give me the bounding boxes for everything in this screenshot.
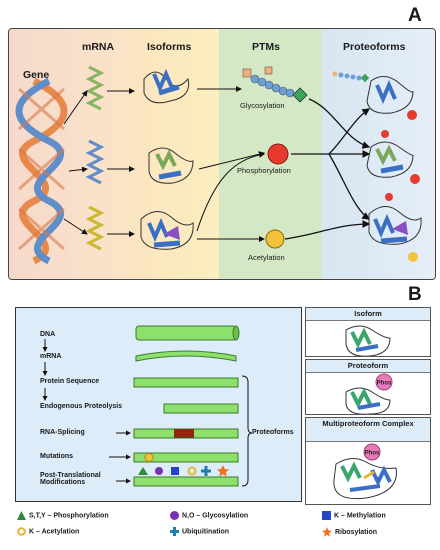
step-dna: DNA	[40, 331, 56, 338]
protein-sequence-bar	[133, 377, 239, 388]
legend-label: S,T,Y – Phosphorylation	[29, 512, 109, 520]
arrow-gene-to-mrna-3	[63, 218, 88, 235]
isoform-protein-1-icon	[143, 68, 190, 104]
proteoforms-label: Proteoforms	[252, 429, 294, 436]
panel-b-letter: B	[408, 284, 422, 305]
proteolysis-bar	[163, 403, 239, 414]
complex-box-title: Multiproteoform Complex	[306, 418, 430, 442]
proteoform-2-icon	[366, 130, 420, 184]
step-mrna: mRNA	[40, 353, 62, 360]
legend-item-phosphorylation: S,T,Y – Phosphorylation	[17, 511, 109, 520]
legend-label: K – Acetylation	[29, 528, 80, 536]
step-endogenous-proteolysis: Endogenous Proteolysis	[40, 403, 123, 410]
legend-item-acetylation: K – Acetylation	[17, 527, 79, 536]
ptm-bar	[133, 476, 239, 487]
header-ptms: PTMs	[252, 41, 281, 53]
mutations-bar	[133, 452, 239, 463]
legend-item-methylation: K – Methylation	[322, 511, 386, 520]
header-proteoforms: Proteoforms	[343, 41, 406, 53]
arrow-glyco-to-proteoform	[308, 98, 371, 149]
ptm-phospho-triangle	[138, 467, 148, 475]
legend-item-glycosylation: N,O – Glycosylation	[170, 511, 248, 520]
header-mrna: mRNA	[82, 41, 115, 53]
phosphate-group-icon	[267, 143, 289, 165]
orange-star-icon	[322, 527, 332, 537]
ptm-ubiquitin-cross	[201, 466, 211, 476]
phos-tag-1: Phos	[377, 381, 392, 387]
proteoform-3-icon	[368, 193, 422, 262]
label-phosphorylation: Phosphorylation	[237, 166, 291, 175]
label-glycosylation: Glycosylation	[240, 101, 285, 110]
green-triangle-icon	[17, 511, 26, 520]
isoform-box: Isoform	[305, 307, 431, 357]
side-boxes: Isoform Proteoform Phos Multiproteoform …	[305, 307, 431, 505]
complex-protein-icon: Phos	[333, 443, 397, 500]
gene-band	[9, 29, 127, 279]
isoform-box-title: Isoform	[306, 308, 430, 321]
arrow-gene-to-mrna-2	[68, 166, 88, 173]
arrow-phospho-to-proteoform-3	[328, 153, 371, 220]
arrow-phospho-to-proteoform-1	[328, 108, 371, 155]
legend-label: Ubiquitination	[182, 528, 230, 536]
step-ptms: Post-Translational Modifications	[40, 472, 101, 486]
legend-label: Ribosylation	[335, 528, 378, 536]
isoform-protein-2-icon	[148, 147, 194, 184]
proteoform-box: Proteoform Phos	[305, 359, 431, 415]
isoform-protein-icon	[345, 325, 391, 356]
phos-tag-2: Phos	[365, 451, 380, 457]
panel-a-diagram: Gene mRNA Isoforms PTMs Proteoforms Glyc…	[8, 28, 436, 280]
ptm-methyl-square	[171, 467, 179, 475]
splice-segment	[174, 429, 194, 438]
panel-a-letter: A	[408, 5, 422, 26]
mrna-arc	[135, 350, 237, 362]
legend-label: N,O – Glycosylation	[182, 512, 249, 520]
dna-helix-icon	[15, 77, 68, 265]
arrow-isoform3-to-phosphorylation	[196, 151, 265, 232]
proteoform-sources-box: DNA mRNA Protein Sequence Endogenous Pro…	[15, 307, 302, 502]
arrow-isoform-to-phosphorylation	[198, 151, 265, 170]
yellow-ring-icon	[17, 527, 26, 536]
proteoform-protein-icon: Phos	[345, 373, 393, 414]
legend-label: K – Methylation	[334, 512, 386, 520]
proteoform-1-icon	[332, 71, 417, 120]
step-mutations: Mutations	[40, 453, 74, 460]
phos-badge-icon	[363, 443, 381, 461]
mutation-marker	[144, 453, 154, 462]
mrna-strands	[85, 65, 105, 251]
acetyl-group-icon	[265, 229, 285, 249]
blue-square-icon	[322, 511, 331, 520]
isoform-protein-3-icon	[140, 211, 194, 250]
purple-circle-icon	[170, 511, 179, 520]
glycan-chain-icon	[242, 66, 308, 103]
ptm-acetyl-ring	[187, 466, 197, 476]
header-gene: Gene	[23, 69, 50, 81]
header-isoforms: Isoforms	[147, 41, 192, 53]
arrow-gene-to-mrna-1	[63, 90, 88, 125]
panel-a-graphics	[15, 65, 422, 265]
phos-badge-icon	[375, 373, 393, 391]
proteoforms-bracket	[241, 375, 253, 487]
legend-item-ubiquitination: Ubiquitination	[170, 527, 229, 536]
step-protein-sequence: Protein Sequence	[40, 378, 100, 385]
label-acetylation: Acetylation	[248, 253, 285, 262]
teal-cross-icon	[170, 527, 179, 536]
step-rna-splicing: RNA-Splicing	[40, 429, 85, 436]
panel-b-graphics	[42, 325, 253, 487]
legend-item-ribosylation: Ribosylation	[322, 527, 377, 537]
ptm-ribosyl-star	[217, 465, 229, 477]
arrow-acetyl-to-proteoform	[284, 220, 371, 240]
proteoform-box-title: Proteoform	[306, 360, 430, 373]
multiproteoform-complex-box: Multiproteoform Complex Phos	[305, 417, 431, 505]
ptm-glyco-circle	[155, 467, 163, 475]
dna-bar	[135, 325, 237, 341]
